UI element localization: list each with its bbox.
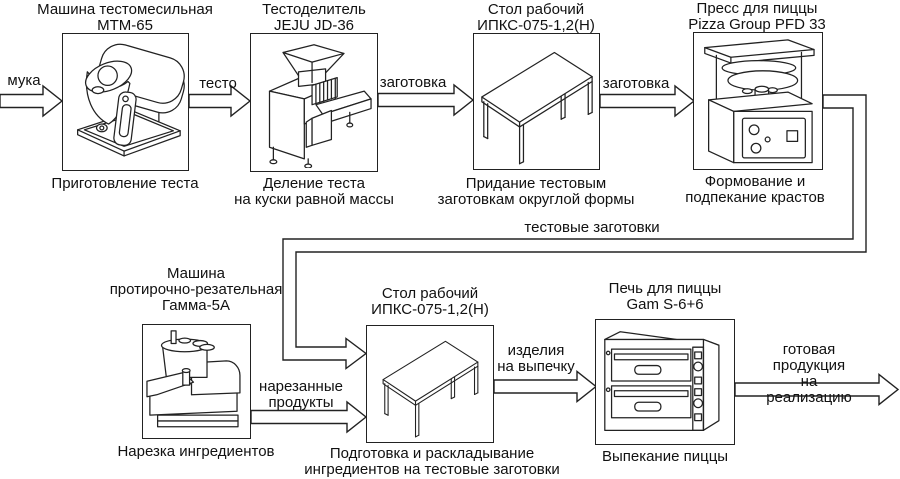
pizza-oven-icon [603, 331, 720, 432]
flow-label-blank-1: заготовка [379, 74, 447, 91]
flow-label-finished-products: готовая продукция на реализацию [766, 341, 852, 406]
flow-label-dough: тесто [199, 75, 237, 92]
stage-box-work-table-bottom [366, 325, 494, 443]
stage-title-cutter: Машина протирочно-резательная Гамма-5А [109, 265, 283, 314]
flow-label-items-to-bake: изделия на выпечку [497, 342, 575, 375]
flow-label-cut-products: нарезанные продукты [259, 378, 343, 411]
stage-caption-dough-divider: Деление теста на куски равной массы [234, 175, 394, 208]
stage-box-pizza-oven [595, 319, 735, 445]
flow-label-flour: мука [7, 72, 41, 89]
work-table-icon [480, 51, 593, 165]
dough-mixer-icon [76, 43, 185, 157]
stage-box-dough-divider [250, 33, 378, 172]
stage-caption-pizza-press: Формование и подпекание крастов [685, 173, 825, 206]
stage-box-work-table-top [473, 33, 600, 170]
flow-label-blank-2: заготовка [602, 75, 670, 92]
arrow-dough [188, 84, 252, 118]
stage-box-cutter [142, 324, 251, 439]
arrow-finished-products [734, 373, 900, 406]
arrow-cut-products [250, 400, 368, 434]
stage-title-pizza-oven: Печь для пиццы Gam S-6+6 [608, 280, 722, 313]
stage-title-pizza-press: Пресс для пиццы Pizza Group PFD 33 [688, 0, 826, 33]
arrow-flour [0, 84, 64, 118]
stage-caption-work-table-bottom: Подготовка и раскладывание ингредиентов … [304, 445, 560, 478]
work-table-icon [382, 341, 478, 438]
arrow-blank-1 [377, 83, 475, 117]
dough-divider-icon [268, 43, 372, 169]
flow-label-dough-blanks: тестовые заготовки [524, 219, 660, 236]
pizza-press-icon [703, 38, 815, 164]
stage-caption-pizza-oven: Выпекание пиццы [601, 448, 729, 465]
stage-caption-dough-mixer: Приготовление теста [51, 175, 199, 192]
cutter-machine-icon [146, 330, 241, 428]
stage-caption-cutter: Нарезка ингредиентов [117, 443, 275, 460]
stage-box-pizza-press [693, 32, 823, 170]
stage-title-dough-divider: Тестоделитель JEJU JD-36 [262, 1, 366, 34]
stage-box-dough-mixer [62, 33, 189, 171]
stage-title-work-table-bottom: Стол рабочий ИПКС-075-1,2(Н) [371, 285, 489, 318]
arrow-dough-blanks-return [282, 94, 867, 370]
stage-caption-work-table-top: Придание тестовым заготовкам округлой фо… [437, 175, 635, 208]
stage-title-work-table-top: Стол рабочий ИПКС-075-1,2(Н) [477, 1, 595, 34]
arrow-blank-2 [599, 84, 696, 118]
stage-title-dough-mixer: Машина тестомесильная МТМ-65 [37, 1, 213, 34]
arrow-items-to-bake [493, 370, 598, 403]
